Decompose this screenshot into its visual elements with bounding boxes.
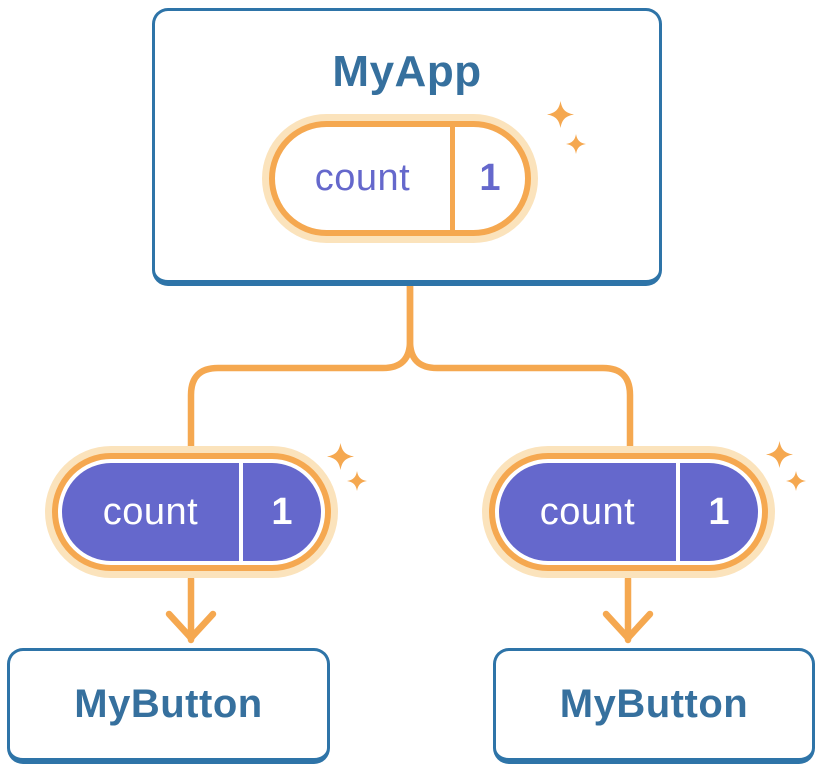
state-pill-child-left-ring: count 1	[52, 453, 331, 571]
state-value: 1	[708, 490, 730, 533]
state-label: count	[314, 157, 411, 199]
sparkle-icon	[786, 471, 806, 491]
state-pill-child-left-fill: count 1	[62, 463, 321, 561]
sparkle-icon	[766, 441, 793, 468]
state-value: 1	[271, 490, 293, 533]
arrow-head-right	[602, 610, 654, 642]
state-label: count	[539, 490, 636, 533]
state-pill-root-ring: count 1	[269, 121, 531, 236]
branch-line-right	[406, 282, 634, 451]
pill-divider	[239, 463, 243, 561]
state-pill-child-right-fill: count 1	[499, 463, 758, 561]
sparkle-icon	[327, 443, 354, 470]
state-value: 1	[479, 157, 501, 199]
state-pill-child-right: count 1	[482, 446, 775, 578]
pill-divider	[676, 463, 680, 561]
state-pill-root: count 1	[262, 114, 538, 243]
state-pill-child-left: count 1	[45, 446, 338, 578]
state-label: count	[102, 490, 199, 533]
component-node-child-right: MyButton	[493, 648, 815, 764]
pill-divider	[450, 127, 455, 230]
component-name-child-left: MyButton	[74, 682, 263, 726]
state-pill-child-right-ring: count 1	[489, 453, 768, 571]
component-node-child-left: MyButton	[7, 648, 330, 764]
branch-line-left	[187, 282, 414, 451]
sparkle-icon	[347, 471, 367, 491]
component-name-root: MyApp	[332, 47, 482, 96]
component-name-child-right: MyButton	[559, 682, 749, 726]
arrow-head-left	[165, 610, 217, 642]
